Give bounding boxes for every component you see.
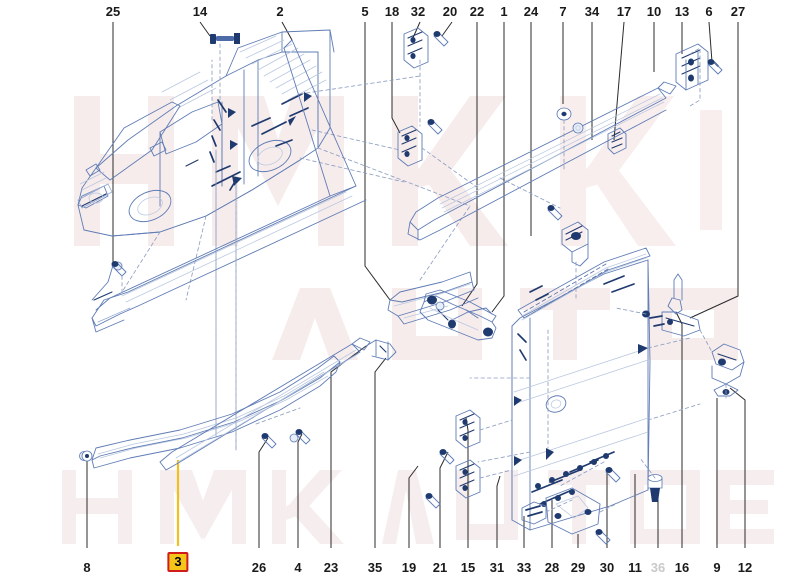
parts-bottom-center (425, 409, 663, 545)
callout-bottom-4[interactable]: 4 (294, 560, 302, 575)
callout-bottom-29[interactable]: 29 (570, 560, 586, 575)
callout-top-24[interactable]: 24 (523, 4, 539, 19)
callout-top-7[interactable]: 7 (559, 4, 567, 19)
part-hinge-upper (397, 27, 479, 189)
part-roller-bracket (561, 221, 589, 301)
part-upper-right-rail (407, 43, 723, 241)
callout-top-13[interactable]: 13 (674, 4, 690, 19)
callout-bottom-21[interactable]: 21 (432, 560, 448, 575)
leader-lines-top (112, 21, 739, 319)
part-right-hinge-assembly (615, 273, 745, 399)
callout-bottom-19[interactable]: 19 (401, 560, 417, 575)
callout-bottom-15[interactable]: 15 (460, 560, 476, 575)
callout-bottom-31[interactable]: 31 (489, 560, 505, 575)
callout-bottom-33[interactable]: 33 (516, 560, 532, 575)
callout-top-2[interactable]: 2 (276, 4, 284, 19)
part-lower-front-bracket (419, 289, 497, 341)
part-front-bolt (111, 261, 127, 293)
part-lower-side-rail-highlighted (79, 149, 341, 469)
callout-top-20[interactable]: 20 (442, 4, 458, 19)
part-washer (556, 107, 572, 171)
callout-bottom-28[interactable]: 28 (544, 560, 560, 575)
part-bolt-top (210, 33, 240, 101)
part-sliding-door-panel (469, 247, 701, 531)
vehicle-illustration (77, 29, 471, 451)
callout-top-27[interactable]: 27 (730, 4, 746, 19)
callout-top-25[interactable]: 25 (105, 4, 121, 19)
callout-bottom-36: 36 (650, 560, 666, 575)
callout-bottom-11[interactable]: 11 (628, 560, 642, 575)
callout-top-10[interactable]: 10 (646, 4, 662, 19)
callout-bottom-16[interactable]: 16 (674, 560, 690, 575)
callout-top-34[interactable]: 34 (584, 4, 600, 19)
callout-top-32[interactable]: 32 (410, 4, 426, 19)
callout-top-14[interactable]: 14 (192, 4, 208, 19)
callout-bottom-23[interactable]: 23 (323, 560, 339, 575)
callout-top-1[interactable]: 1 (500, 4, 508, 19)
part-upper-side-rail (91, 39, 367, 333)
callout-top-17[interactable]: 17 (616, 4, 632, 19)
callout-bottom-26[interactable]: 26 (251, 560, 267, 575)
callout-bottom-8[interactable]: 8 (83, 560, 91, 575)
leader-lines-bottom (86, 311, 746, 548)
parts-bottom-left (261, 429, 311, 449)
callout-highlighted-3[interactable]: 3 (167, 552, 189, 572)
callout-top-22[interactable]: 22 (469, 4, 485, 19)
callout-bottom-12[interactable]: 12 (737, 560, 753, 575)
callout-top-5[interactable]: 5 (361, 4, 369, 19)
callout-top-6[interactable]: 6 (705, 4, 713, 19)
part-middle-rail (159, 337, 397, 471)
part-end-cap (81, 450, 93, 462)
callout-bottom-35[interactable]: 35 (367, 560, 383, 575)
callout-bottom-30[interactable]: 30 (599, 560, 615, 575)
callout-top-18[interactable]: 18 (384, 4, 400, 19)
callout-bottom-9[interactable]: 9 (713, 560, 721, 575)
